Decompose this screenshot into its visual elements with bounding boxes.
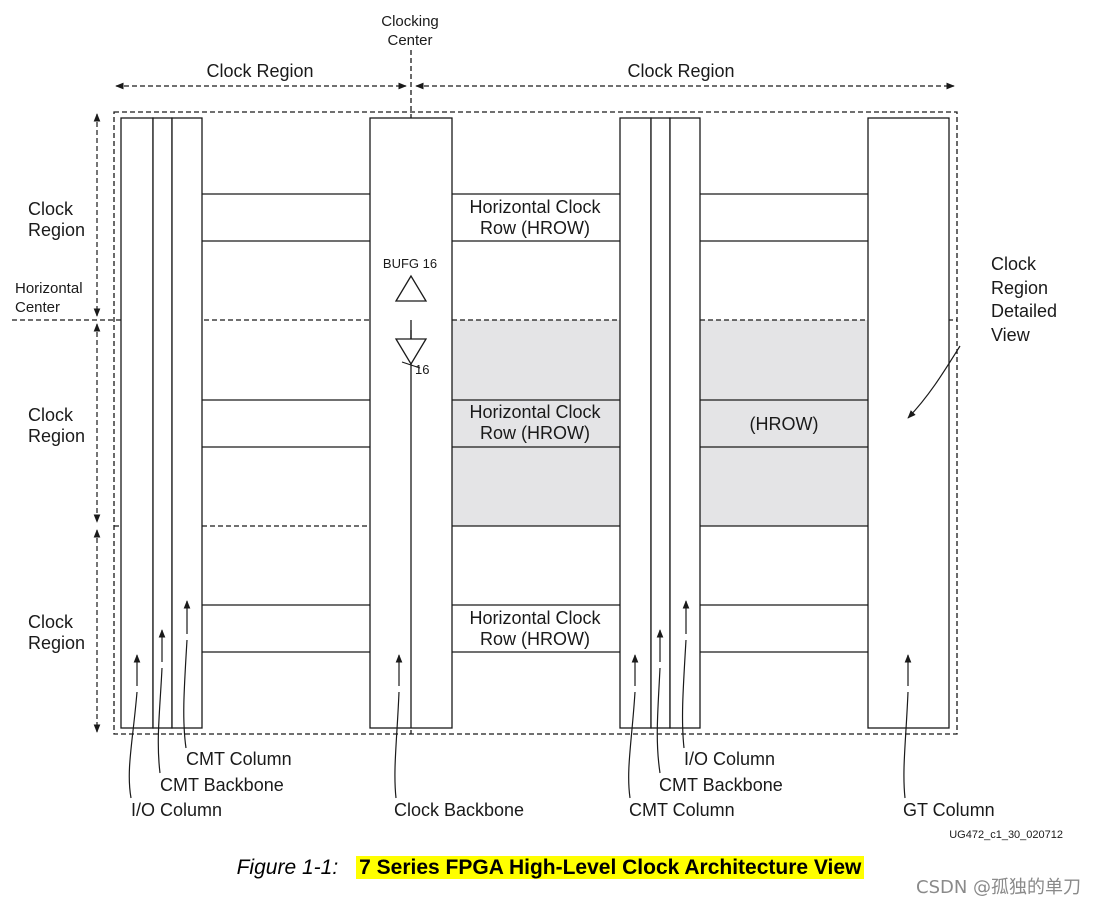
clock-region-right-label: Clock Region [627,61,734,81]
hrow1-line1: Horizontal Clock [469,197,601,217]
label-leaders [128,345,961,799]
clock-region-left-label: Clock Region [206,61,313,81]
detailed-view-line4: View [991,325,1031,345]
clocking-center-line1: Clocking [381,13,439,30]
horizontal-center-line2: Center [15,299,60,316]
io-column-left-label: I/O Column [131,800,222,820]
column-flow-arrows [133,600,912,686]
hrow1-line2: Row (HROW) [480,218,590,238]
hrow2-line1: Horizontal Clock [469,402,601,422]
io-column-right-label: I/O Column [684,749,775,769]
side-region2-line2: Region [28,426,85,446]
gt-column [867,117,950,729]
clocking-center-line2: Center [387,32,432,49]
detailed-view-line3: Detailed [991,301,1057,321]
hrow3-line1: Horizontal Clock [469,608,601,628]
hrow3-line2: Row (HROW) [480,629,590,649]
cmt-column-right [619,117,652,729]
hrow-short-label: (HROW) [750,414,819,434]
figure-title: 7 Series FPGA High-Level Clock Architect… [356,856,865,879]
side-region1-line2: Region [28,220,85,240]
doc-id: UG472_c1_30_020712 [949,829,1063,841]
cmt-column-right-label: CMT Column [629,800,735,820]
watermark: CSDN @孤独的单刀 [916,877,1082,898]
figure-caption: Figure 1-1: 7 Series FPGA High-Level Cloc… [0,856,1101,880]
detailed-view-line2: Region [991,278,1048,298]
gt-column-label: GT Column [903,800,995,820]
horizontal-center-line1: Horizontal [15,280,83,297]
detailed-view-line1: Clock [991,254,1037,274]
bufg-16-slash [401,361,421,369]
cmt-backbone-left-label: CMT Backbone [160,775,284,795]
figure-number: Figure 1-1: [236,856,339,879]
side-region3-line1: Clock [28,612,74,632]
side-region3-line2: Region [28,633,85,653]
io-column-right [669,117,701,729]
bufg-label: BUFG 16 [383,256,437,271]
clock-backbone-label: Clock Backbone [394,800,524,820]
outer-dashed-boundary [113,111,958,735]
bufg-out-label: 16 [415,362,429,377]
side-region2-line1: Clock [28,405,74,425]
cmt-column-left-label: CMT Column [186,749,292,769]
hrow2-line2: Row (HROW) [480,423,590,443]
io-column-left [120,117,154,729]
hrow-lines [202,193,868,653]
cmt-column-left [171,117,203,729]
bufg-up-triangle-icon [394,274,428,302]
side-region1-line1: Clock [28,199,74,219]
cmt-backbone-right-label: CMT Backbone [659,775,783,795]
